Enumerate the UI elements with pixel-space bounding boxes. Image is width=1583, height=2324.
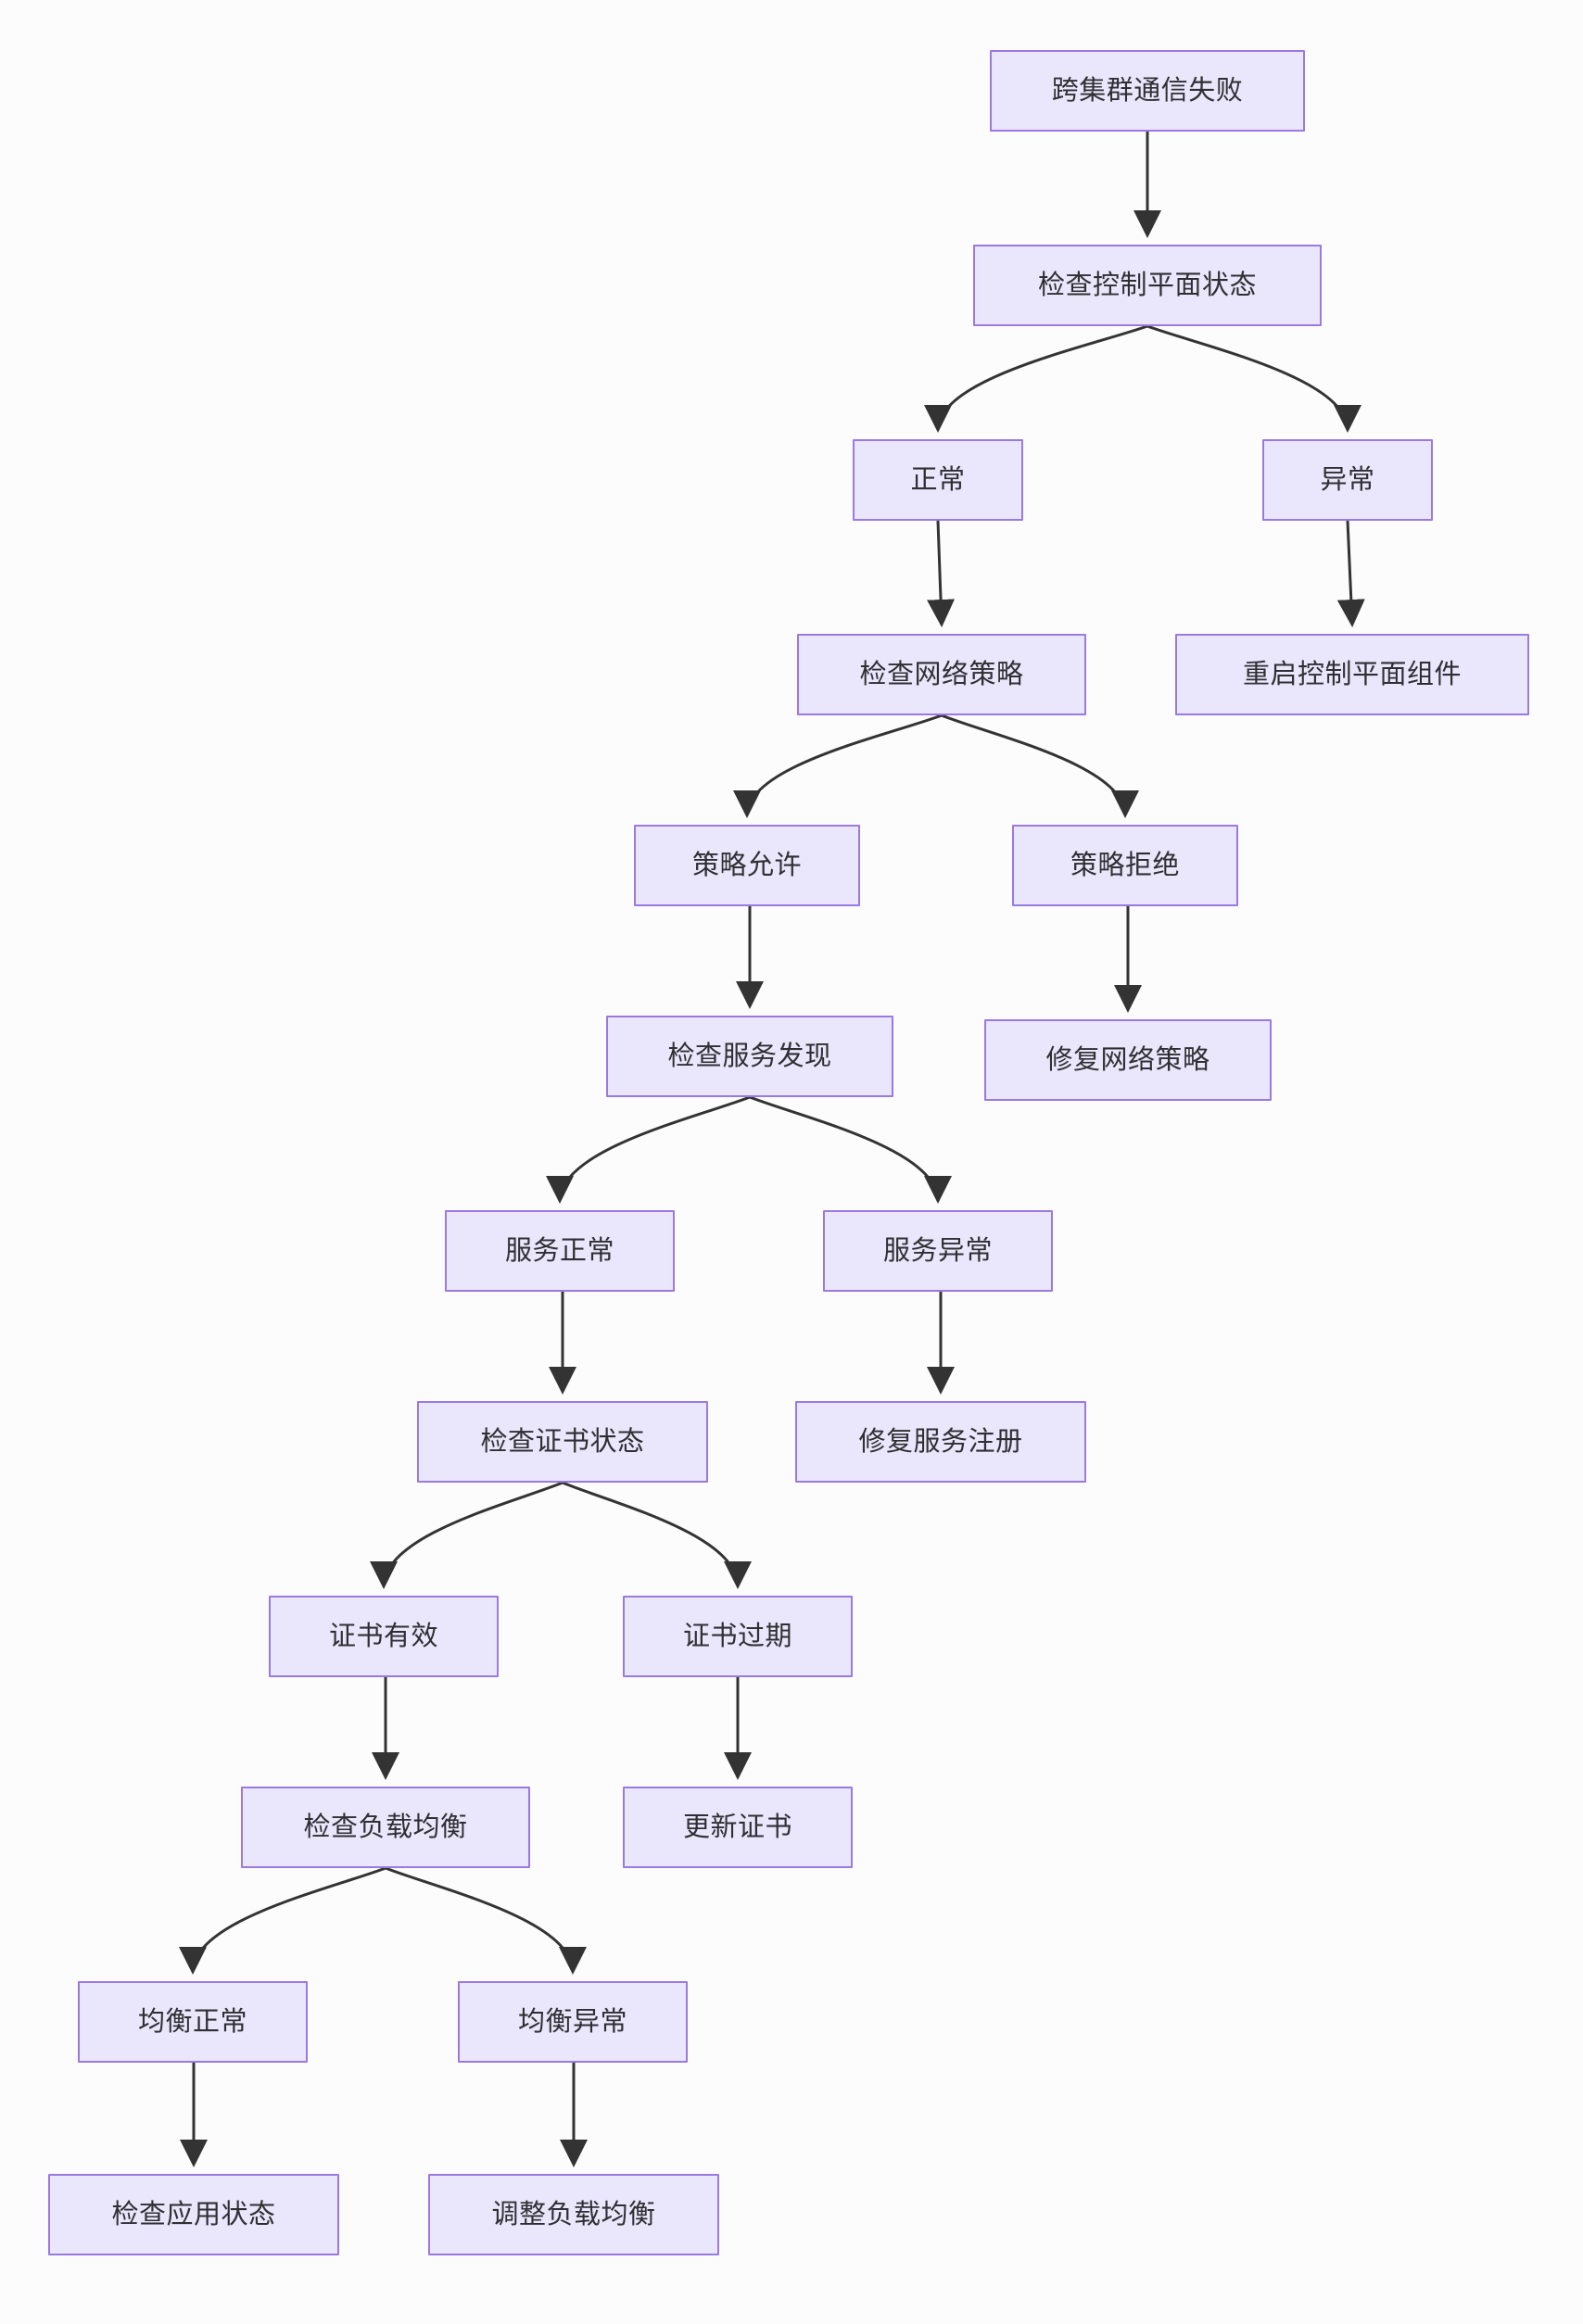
- flow-node[interactable]: 修复服务注册: [795, 1401, 1086, 1483]
- flow-node[interactable]: 调整负载均衡: [428, 2174, 719, 2255]
- flow-node[interactable]: 检查服务发现: [606, 1016, 893, 1097]
- flow-node-label: 均衡正常: [137, 2006, 247, 2037]
- flow-node[interactable]: 异常: [1262, 439, 1433, 521]
- flow-node-label: 检查服务发现: [667, 1041, 832, 1071]
- flow-edge: [179, 1866, 386, 1975]
- flow-node[interactable]: 证书有效: [269, 1596, 499, 1677]
- flow-edge: [924, 324, 1148, 433]
- flow-node-label: 检查网络策略: [859, 659, 1024, 689]
- flow-edge: [1336, 520, 1365, 627]
- flow-node[interactable]: 策略允许: [634, 825, 860, 906]
- flow-node-label: 异常: [1320, 464, 1375, 495]
- flow-edge: [927, 520, 956, 627]
- flow-edge: [562, 1481, 752, 1589]
- flow-edge: [370, 1481, 564, 1589]
- flow-node-label: 证书过期: [682, 1621, 792, 1651]
- flow-node-label: 检查证书状态: [480, 1426, 645, 1457]
- flow-node[interactable]: 均衡异常: [458, 1981, 688, 2063]
- flow-node[interactable]: 检查应用状态: [48, 2174, 339, 2255]
- flow-node-label: 跨集群通信失败: [1051, 75, 1244, 106]
- flow-node[interactable]: 修复网络策略: [984, 1019, 1272, 1101]
- flow-node[interactable]: 服务异常: [823, 1210, 1053, 1292]
- flow-node[interactable]: 更新证书: [623, 1787, 853, 1868]
- flow-node[interactable]: 均衡正常: [78, 1981, 308, 2063]
- flow-edge: [749, 1095, 952, 1204]
- flow-node-label: 策略拒绝: [1070, 850, 1180, 880]
- flow-node[interactable]: 正常: [853, 439, 1023, 521]
- flow-node-label: 服务异常: [882, 1235, 993, 1266]
- flow-node[interactable]: 服务正常: [445, 1210, 675, 1292]
- flow-edge: [1146, 324, 1361, 433]
- flow-node[interactable]: 重启控制平面组件: [1175, 634, 1529, 715]
- flow-node[interactable]: 检查控制平面状态: [973, 245, 1322, 326]
- flow-node-label: 更新证书: [682, 1812, 792, 1842]
- flow-node[interactable]: 证书过期: [623, 1596, 853, 1677]
- flow-node[interactable]: 检查网络策略: [797, 634, 1086, 715]
- flow-node-label: 服务正常: [504, 1235, 614, 1266]
- flow-node-label: 策略允许: [691, 850, 802, 880]
- flow-node-label: 修复网络策略: [1045, 1044, 1210, 1075]
- flow-node-label: 证书有效: [328, 1621, 438, 1651]
- flow-node[interactable]: 策略拒绝: [1012, 825, 1238, 906]
- flow-edge: [546, 1095, 751, 1204]
- flow-node-label: 均衡异常: [517, 2006, 627, 2037]
- flow-node-label: 修复服务注册: [858, 1426, 1023, 1457]
- flow-node-label: 调整负载均衡: [491, 2199, 656, 2229]
- flow-node[interactable]: 检查负载均衡: [241, 1787, 530, 1868]
- flow-node-label: 正常: [910, 464, 966, 495]
- flow-edge: [733, 714, 943, 818]
- flow-node-label: 检查控制平面状态: [1037, 270, 1257, 300]
- flow-node[interactable]: 跨集群通信失败: [990, 50, 1305, 132]
- flow-node[interactable]: 检查证书状态: [417, 1401, 708, 1483]
- flow-node-label: 重启控制平面组件: [1242, 659, 1462, 689]
- flow-node-label: 检查应用状态: [111, 2199, 276, 2229]
- flow-edge: [385, 1866, 587, 1975]
- flow-edge: [941, 714, 1139, 818]
- flow-node-label: 检查负载均衡: [303, 1812, 468, 1842]
